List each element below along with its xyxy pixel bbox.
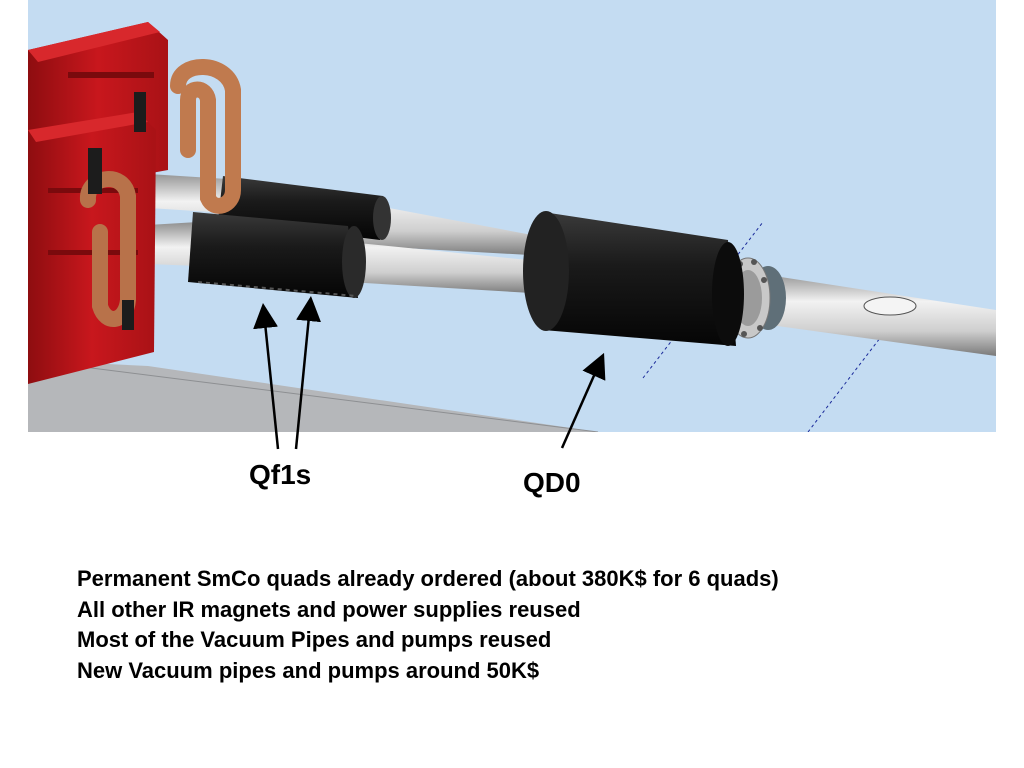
- vacuum-pipe-main: [748, 272, 996, 356]
- beamline-cad-render: [28, 0, 996, 432]
- alignment-line: [807, 324, 891, 432]
- notes-list: Permanent SmCo quads already ordered (ab…: [77, 564, 779, 686]
- copper-coil-upper: [170, 59, 241, 214]
- pipe-port: [863, 296, 917, 316]
- qd0-quadrupole: [523, 211, 744, 346]
- note-line: Permanent SmCo quads already ordered (ab…: [77, 566, 779, 591]
- qd0-label: QD0: [523, 467, 581, 498]
- note-line: All other IR magnets and power supplies …: [77, 596, 581, 622]
- qf1s-label: Qf1s: [249, 459, 312, 490]
- note-line: New Vacuum pipes and pumps around 50K$: [77, 657, 540, 683]
- note-line: Most of the Vacuum Pipes and pumps reuse…: [77, 627, 552, 652]
- background: [28, 0, 996, 432]
- qf1-quadrupole-lower: [188, 212, 366, 298]
